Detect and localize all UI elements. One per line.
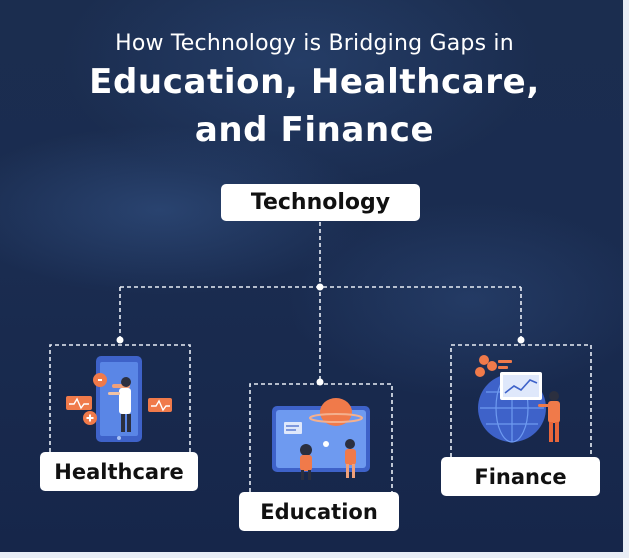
healthcare-dot [116,336,124,344]
finance-dot [517,336,525,344]
healthcare-node: Healthcare [40,452,198,491]
education-dot [316,378,324,386]
title-line-1: How Technology is Bridging Gaps in [115,31,514,56]
title-line-2: Education, Healthcare, [89,62,540,102]
finance-node: Finance [441,457,600,496]
frame-right-edge [623,0,629,558]
healthcare-phone-illustration [66,356,172,442]
education-board-illustration [272,398,370,480]
technology-node: Technology [221,184,420,221]
title-line-3: and Finance [194,110,435,150]
frame-bottom-edge [0,552,629,558]
finance-frame [450,344,592,457]
healthcare-frame [49,344,191,452]
junction-dot [316,283,324,291]
education-node: Education [239,492,399,531]
finance-globe-illustration [475,355,560,443]
